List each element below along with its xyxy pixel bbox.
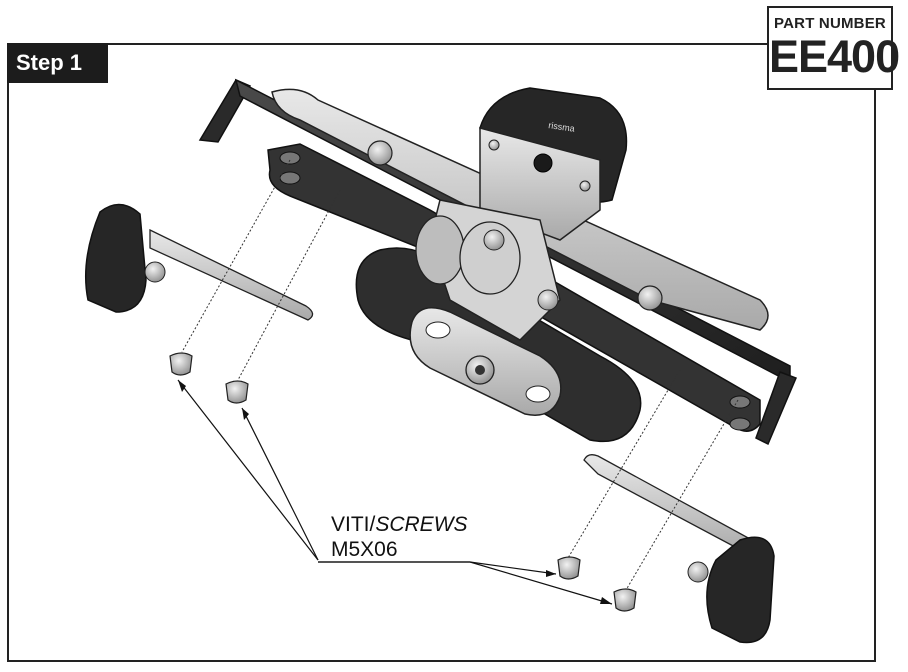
brand-logo-text: rissma [548,120,576,134]
arrow-heads [178,380,612,604]
head-unit: rissma [479,87,628,241]
right-end-cap [583,454,775,644]
callout-leaders [177,379,613,605]
gimbal-yoke [415,199,561,341]
callout-line-2: M5X06 [331,538,398,561]
callout-line-1: VITI/SCREWS [331,512,468,537]
callout-viti: VITI/ [331,513,376,536]
part-number-value: EE400 [769,31,900,82]
left-end-cap [84,203,314,321]
screw-callout: VITI/SCREWS M5X06 [331,512,468,562]
part-number-box: PART NUMBER EE400 [767,6,900,90]
screw-icon [225,380,249,404]
callout-screws: SCREWS [375,513,468,536]
step-label: Step 1 [7,43,108,83]
part-number-label: PART NUMBER [774,15,886,32]
screw-icon [169,352,193,376]
guide-lines [181,159,739,591]
clamp-plate [409,307,562,416]
screw-icon [613,588,637,612]
screw-icon [557,556,581,580]
